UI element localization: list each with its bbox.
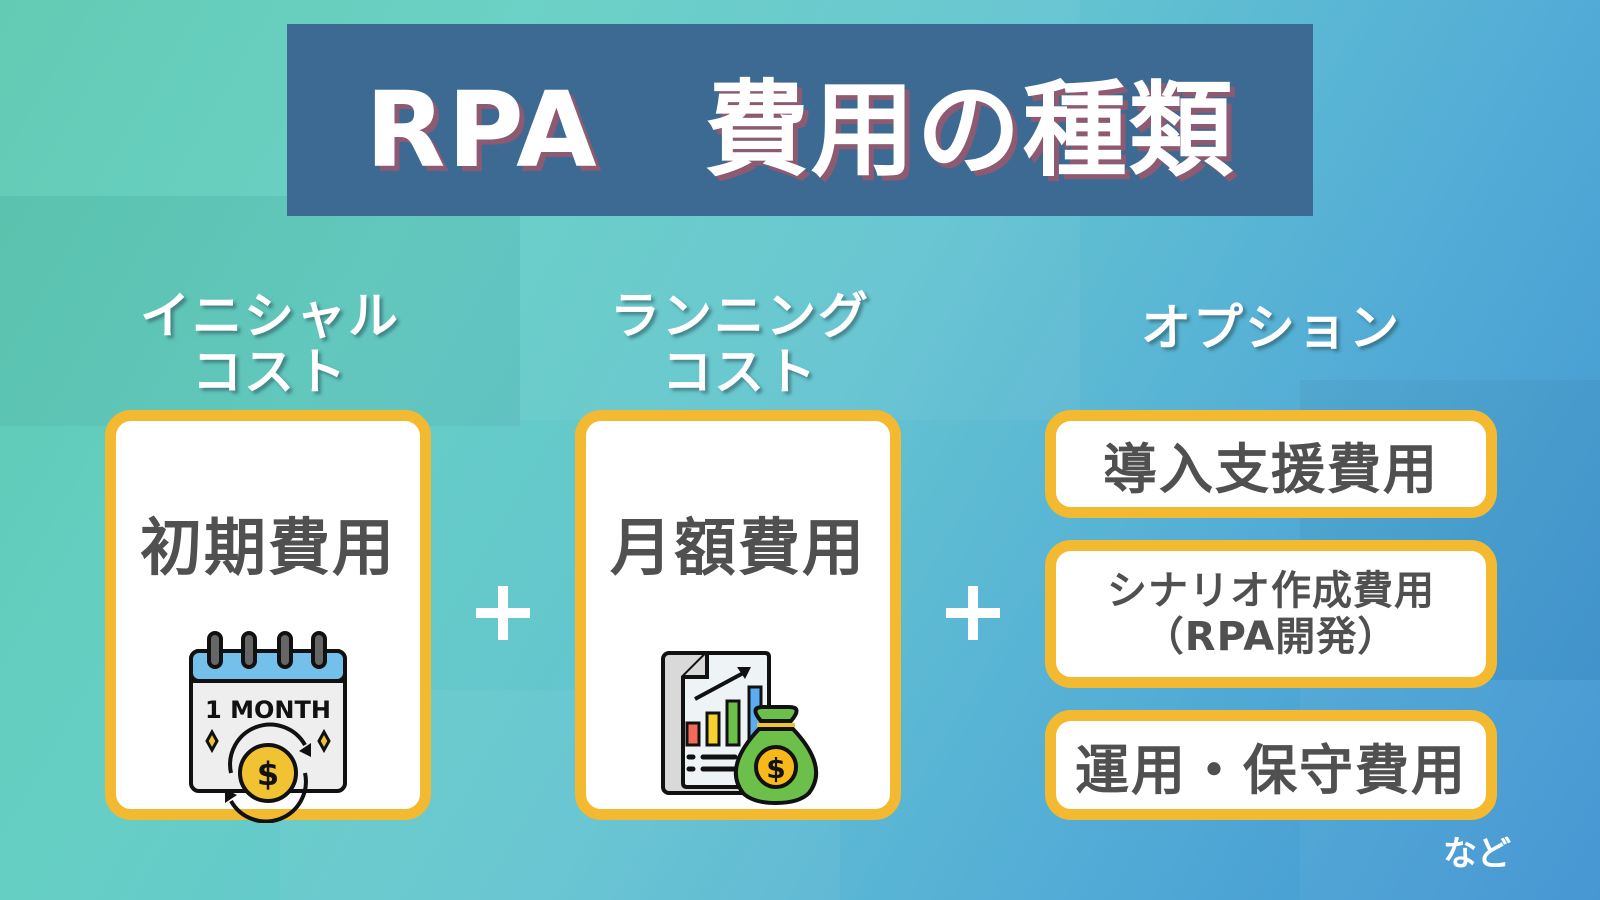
initial-cost-label: イニシャル コスト: [105, 288, 435, 400]
calendar-text: 1 MONTH: [205, 696, 331, 724]
svg-text:$: $: [766, 752, 785, 785]
running-cost-label-line1: ランニング: [610, 287, 870, 345]
svg-text:$: $: [257, 755, 279, 793]
option-label: 運用・保守費用: [1075, 738, 1467, 802]
option-sublabel: （RPA開発）: [1143, 614, 1399, 660]
running-cost-label: ランニング コスト: [575, 288, 905, 400]
option-label: シナリオ作成費用: [1107, 568, 1435, 614]
etc-footnote: など: [1443, 834, 1511, 874]
page-title: RPA 費用の種類: [365, 68, 1235, 191]
running-cost-card: 月額費用 $: [575, 410, 901, 820]
plus-operator-icon: [476, 586, 530, 640]
report-chart-money-bag-icon: $: [653, 637, 823, 811]
calendar-1-month-coin-icon: 1 MONTH $: [183, 623, 353, 827]
option-implementation-support: 導入支援費用: [1045, 410, 1497, 518]
initial-cost-card-title: 初期費用: [139, 511, 396, 584]
option-scenario-creation: シナリオ作成費用 （RPA開発）: [1045, 540, 1497, 688]
title-banner: RPA 費用の種類: [287, 24, 1313, 216]
running-cost-label-line2: コスト: [662, 343, 818, 401]
initial-cost-label-line1: イニシャル: [140, 287, 400, 345]
option-operation-maintenance: 運用・保守費用: [1045, 710, 1497, 820]
option-label: 導入支援費用: [1103, 437, 1439, 501]
running-cost-card-title: 月額費用: [609, 511, 866, 584]
options-label: オプション: [1141, 299, 1401, 357]
initial-cost-label-line2: コスト: [192, 343, 348, 401]
plus-operator-icon: [946, 586, 1000, 640]
initial-cost-card: 初期費用 1 MONTH $: [105, 410, 431, 824]
